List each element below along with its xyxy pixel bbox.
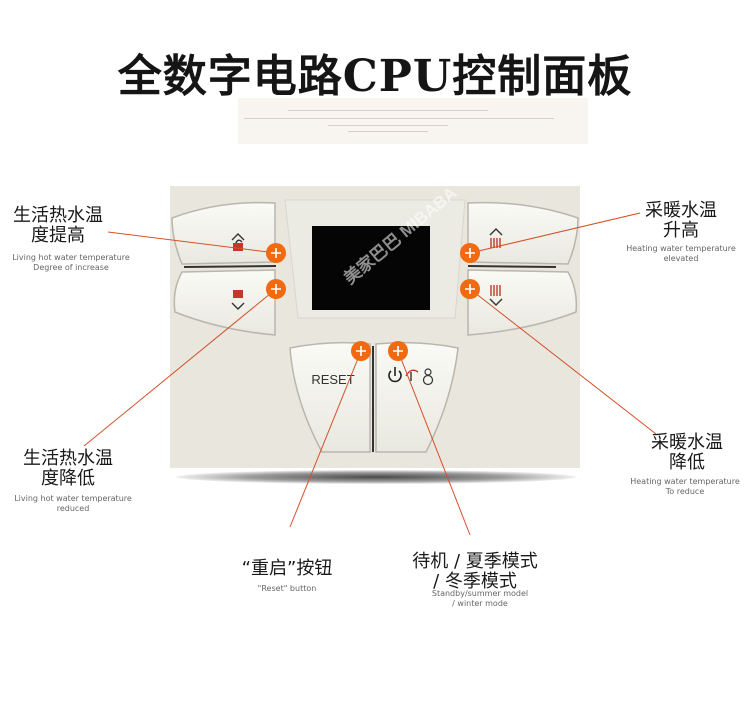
leader-lines [83,212,657,536]
callout-dhw-up-en-2: Degree of increase [33,263,109,272]
leader-heat-down [469,288,657,435]
dhw-up-button[interactable] [171,201,276,265]
tap-down-icon [231,290,245,310]
marker-reset[interactable] [351,341,371,361]
callout-dhw-up-cn-1: 生活热水温 [13,205,103,226]
callout-mode-en-2: / winter mode [452,599,508,608]
left-separator [183,265,277,268]
leader-reset [289,350,362,528]
leader-heat-up [469,212,641,254]
callout-heat-up-en-1: Heating water temperature [626,244,736,253]
page-title: 全数字电路CPU控制面板 [117,51,633,102]
marker-heat-up[interactable] [460,243,480,263]
right-separator [467,265,557,268]
marker-dhw-up[interactable] [266,243,286,263]
callout-heat-up-cn-1: 采暖水温 [645,200,717,221]
marker-heat-down[interactable] [460,279,480,299]
mode-button[interactable] [375,341,459,453]
reset-label: RESET [311,372,354,387]
callout-mode-cn-2: / 冬季模式 [433,571,517,592]
callout-dhw-down-cn-1: 生活热水温 [23,448,113,469]
callout-heat-down-cn-1: 采暖水温 [651,432,723,453]
leader-mode [397,350,471,536]
callout-reset-en: "Reset" button [257,584,317,593]
callout-dhw-up-cn-2: 度提高 [31,225,85,246]
heat-down-button[interactable] [467,269,578,336]
callout-reset-cn: “重启”按钮 [241,558,333,579]
callout-heat-up-cn-2: 升高 [663,220,699,241]
lcd-screen [312,226,430,310]
leader-dhw-down [83,288,277,447]
callout-heat-down-cn-2: 降低 [669,452,705,473]
power-icon [388,367,402,383]
callout-heat-up-en-2: elevated [663,254,699,263]
snowman-icon [422,368,434,386]
tap-up-icon [231,233,245,251]
callout-mode-cn-1: 待机 / 夏季模式 [412,551,538,572]
leader-dhw-up [107,231,277,254]
reset-button[interactable] [289,341,371,453]
panel-shadow [176,470,576,484]
dhw-down-button[interactable] [173,269,276,336]
marker-mode[interactable] [388,341,408,361]
callout-dhw-up-en-1: Living hot water temperature [12,253,130,262]
radiator-down-icon [489,285,503,306]
callout-dhw-down-en-1: Living hot water temperature [14,494,132,503]
callout-heat-down-en-1: Heating water temperature [630,477,740,486]
heat-up-button[interactable] [467,201,579,265]
callout-heat-down-en-2: To reduce [665,487,705,496]
subtitle-fine-print [238,98,588,144]
callout-dhw-down-en-2: reduced [56,504,90,513]
marker-dhw-down[interactable] [266,279,286,299]
callout-mode-en-1: Standby/summer model [431,589,529,598]
callout-dhw-down-cn-2: 度降低 [41,468,95,489]
